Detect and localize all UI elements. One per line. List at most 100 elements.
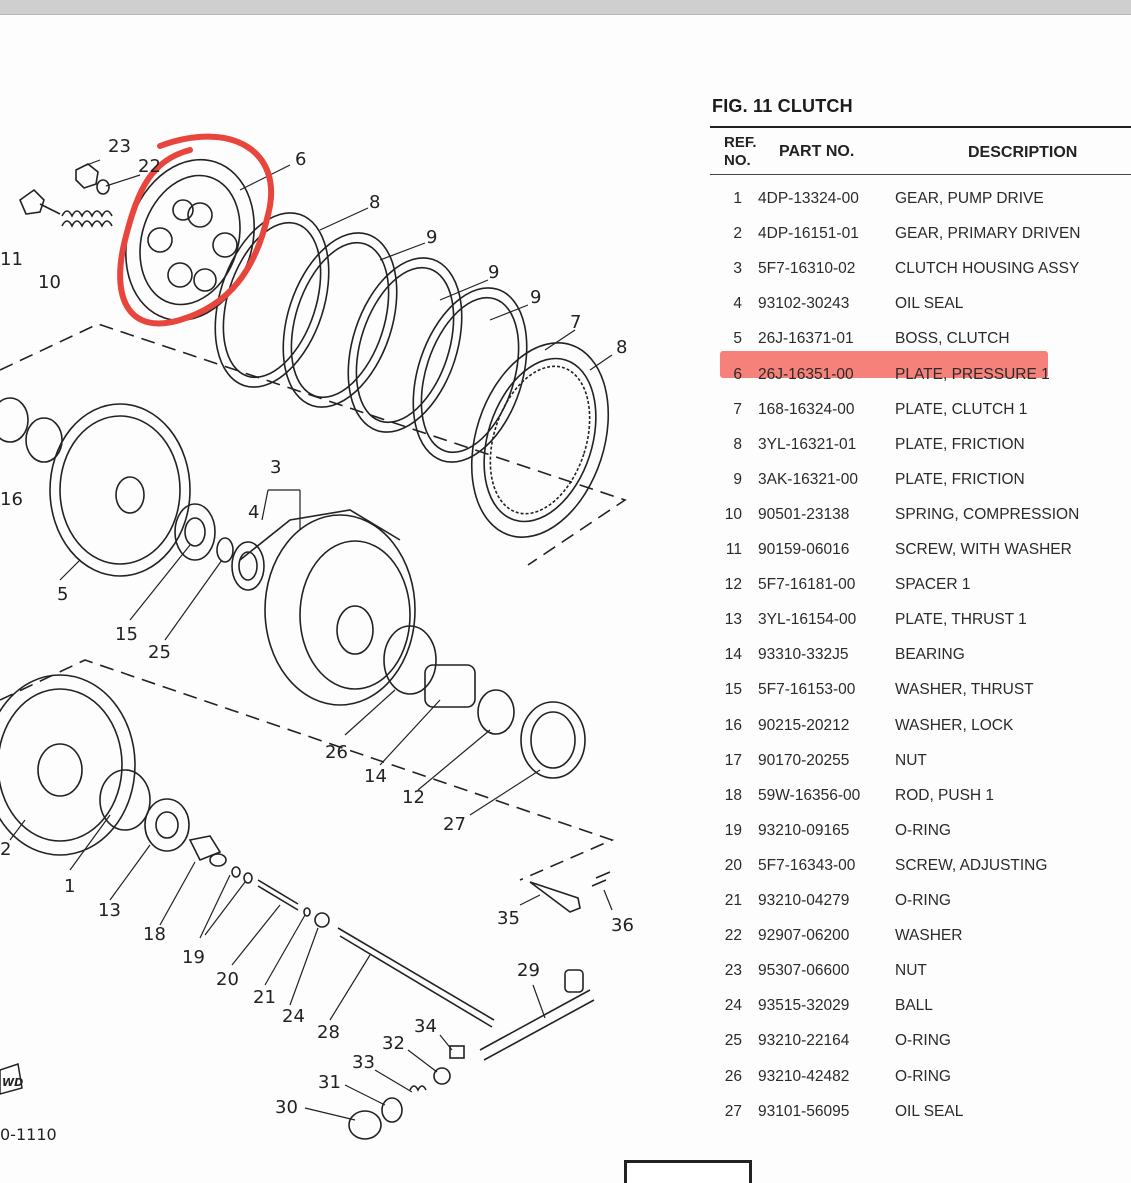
description-cell: WASHER, THRUST: [895, 681, 1034, 699]
callout-22: 22: [138, 156, 161, 177]
description-cell: PLATE, PRESSURE 1: [895, 365, 1050, 383]
description-cell: O-RING: [895, 892, 951, 909]
table-row: 20 5F7-16343-00 SCREW, ADJUSTING: [710, 849, 1131, 884]
part-no-cell: 4DP-13324-00: [758, 190, 859, 207]
callout-3: 3: [270, 457, 281, 478]
callout-4: 4: [248, 502, 259, 523]
description-cell: GEAR, PRIMARY DRIVEN: [895, 225, 1081, 243]
callout-8b: 8: [616, 337, 627, 358]
svg-text:WD: WD: [2, 1076, 23, 1089]
callout-10: 10: [38, 272, 61, 293]
callout-16: 16: [0, 489, 23, 510]
description-cell: ROD, PUSH 1: [895, 786, 995, 804]
ref-cell: 7: [733, 400, 742, 418]
part-no-cell: 3YL-16154-00: [758, 611, 857, 629]
callout-36: 36: [611, 915, 634, 936]
callout-21: 21: [253, 987, 276, 1008]
table-row: 1 4DP-13324-00 GEAR, PUMP DRIVE: [710, 182, 1131, 217]
header-ref-no: REF. NO.: [724, 134, 757, 169]
part-no-cell: 90215-20212: [758, 716, 850, 734]
ref-cell: 12: [724, 576, 742, 594]
description-cell: CLUTCH HOUSING ASSY: [895, 260, 1080, 278]
figure-title: FIG. 11 CLUTCH: [712, 96, 853, 116]
table-row: 24 93515-32029 BALL: [710, 989, 1131, 1024]
ref-cell: 21: [724, 892, 742, 909]
callout-15: 15: [115, 624, 138, 645]
description-cell: PLATE, FRICTION: [895, 435, 1025, 453]
part-no-cell: 3YL-16321-01: [758, 435, 857, 453]
ref-cell: 26: [724, 1067, 742, 1085]
ref-cell: 13: [724, 611, 742, 629]
callout-23: 23: [108, 136, 131, 157]
part-no-cell: 168-16324-00: [758, 400, 855, 418]
part-no-cell: 26J-16351-00: [758, 365, 854, 383]
diagram-code: 0-1110: [0, 1125, 57, 1144]
part-no-cell: 5F7-16153-00: [758, 681, 856, 699]
footer-box: [624, 1160, 752, 1183]
part-no-cell: 93210-42482: [758, 1067, 850, 1085]
header-description: DESCRIPTION: [968, 144, 1078, 161]
callout-31: 31: [318, 1072, 341, 1093]
description-cell: BALL: [895, 997, 933, 1015]
top-bar: [0, 0, 1131, 15]
part-no-cell: 5F7-16310-02: [758, 260, 856, 278]
callout-14: 14: [364, 766, 387, 787]
description-cell: GEAR, PUMP DRIVE: [895, 190, 1044, 207]
ref-cell: 24: [724, 997, 742, 1015]
table-header-rule: [710, 174, 1131, 175]
logo-badge: WD: [0, 1063, 23, 1095]
callout-24: 24: [282, 1006, 305, 1027]
callout-11: 11: [0, 249, 23, 270]
ref-cell: 16: [724, 716, 742, 734]
callout-1: 1: [64, 876, 75, 897]
description-cell: O-RING: [895, 821, 951, 839]
callout-7: 7: [570, 312, 581, 333]
ref-cell: 2: [733, 225, 742, 243]
callout-8a: 8: [369, 192, 380, 213]
callout-26: 26: [325, 742, 348, 763]
description-cell: PLATE, THRUST 1: [895, 611, 1027, 629]
callout-6: 6: [295, 149, 306, 170]
ref-cell: 15: [724, 681, 742, 699]
description-cell: NUT: [895, 962, 927, 980]
part-no-cell: 93210-22164: [758, 1032, 850, 1050]
table-row: 13 3YL-16154-00 PLATE, THRUST 1: [710, 603, 1131, 638]
table-row: 6 26J-16351-00 PLATE, PRESSURE 1: [710, 358, 1131, 393]
part-no-cell: 5F7-16181-00: [758, 576, 856, 594]
part-no-cell: 90159-06016: [758, 541, 850, 558]
ref-cell: 3: [733, 260, 742, 278]
ref-cell: 20: [724, 856, 742, 874]
callout-9c: 9: [530, 287, 541, 308]
part-no-cell: 5F7-16343-00: [758, 856, 856, 874]
description-cell: PLATE, FRICTION: [895, 470, 1025, 488]
header-part-no: PART NO.: [779, 143, 855, 160]
callout-5: 5: [57, 584, 68, 605]
callout-13: 13: [98, 900, 121, 921]
callout-19: 19: [182, 947, 205, 968]
callout-18: 18: [143, 924, 166, 945]
ref-cell: 18: [724, 786, 742, 804]
part-no-cell: 93101-56095: [758, 1102, 850, 1120]
description-cell: WASHER, LOCK: [895, 716, 1014, 734]
annotation-circle: [117, 133, 275, 327]
ref-cell: 6: [733, 365, 742, 383]
description-cell: SPRING, COMPRESSION: [895, 505, 1080, 523]
ref-cell: 9: [733, 470, 742, 488]
part-no-cell: 93515-32029: [758, 997, 850, 1015]
description-cell: SCREW, ADJUSTING: [895, 856, 1048, 874]
part-no-cell: 4DP-16151-01: [758, 225, 859, 243]
ref-cell: 27: [724, 1102, 742, 1120]
ref-cell: 1: [733, 190, 742, 207]
table-row: 3 5F7-16310-02 CLUTCH HOUSING ASSY: [710, 252, 1131, 287]
